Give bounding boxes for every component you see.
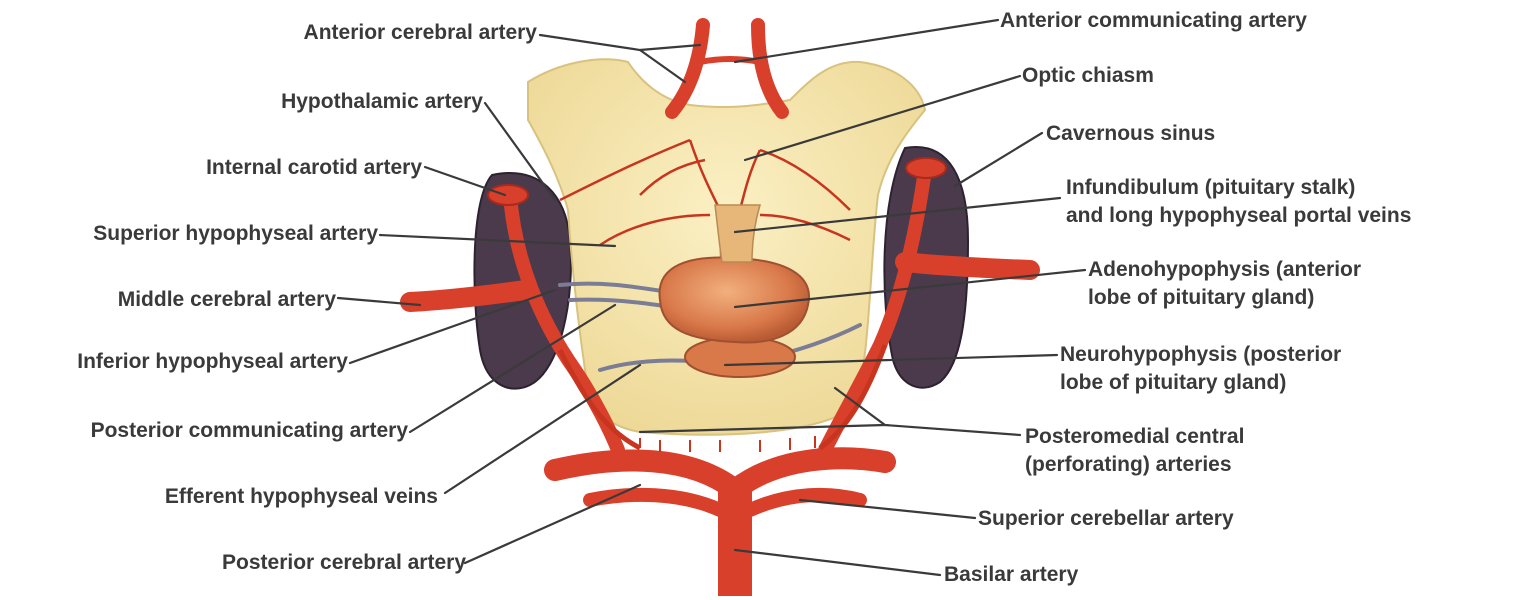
label-anterior-cerebral-artery: Anterior cerebral artery (304, 20, 537, 46)
adenohypophysis (660, 257, 809, 342)
label-posterior-cerebral-artery: Posterior cerebral artery (222, 550, 466, 576)
posteromedial-central-arteries (640, 436, 815, 452)
label-posteromedial-line1: Posteromedial central (1025, 424, 1244, 450)
label-infundibulum-line1: Infundibulum (pituitary stalk) (1066, 175, 1355, 201)
label-internal-carotid-artery: Internal carotid artery (206, 155, 422, 181)
anterior-cerebral-artery-right (758, 25, 782, 112)
anterior-cerebral-artery-left (672, 25, 703, 112)
superior-cerebellar-artery-left (590, 495, 720, 510)
label-hypothalamic-artery: Hypothalamic artery (281, 89, 483, 115)
label-neurohypophysis-line1: Neurohypophysis (posterior (1060, 342, 1341, 368)
label-posteromedial-line2: (perforating) arteries (1025, 452, 1232, 478)
label-middle-cerebral-artery: Middle cerebral artery (118, 287, 336, 313)
label-superior-cerebellar-artery: Superior cerebellar artery (978, 506, 1234, 532)
superior-cerebellar-artery-right (750, 495, 860, 510)
internal-carotid-lumen-right (906, 158, 946, 178)
label-anterior-communicating-artery: Anterior communicating artery (1000, 8, 1307, 34)
label-infundibulum-line2: and long hypophyseal portal veins (1066, 203, 1411, 229)
label-efferent-hypophyseal-veins: Efferent hypophyseal veins (165, 484, 438, 510)
label-basilar-artery: Basilar artery (944, 562, 1078, 588)
middle-cerebral-artery-right (905, 262, 1030, 270)
internal-carotid-lumen-left (488, 185, 528, 205)
label-superior-hypophyseal-artery: Superior hypophyseal artery (93, 221, 378, 247)
label-adenohypophysis-line1: Adenohypophysis (anterior (1088, 257, 1361, 283)
middle-cerebral-artery-left (410, 290, 525, 302)
label-neurohypophysis-line2: lobe of pituitary gland) (1060, 370, 1286, 396)
label-posterior-communicating-artery: Posterior communicating artery (91, 418, 408, 444)
label-inferior-hypophyseal-artery: Inferior hypophyseal artery (77, 349, 348, 375)
label-optic-chiasm: Optic chiasm (1022, 63, 1154, 89)
posterior-cerebral-artery-left (555, 460, 735, 490)
label-adenohypophysis-line2: lobe of pituitary gland) (1088, 285, 1314, 311)
posterior-cerebral-artery-right (735, 458, 885, 490)
label-cavernous-sinus: Cavernous sinus (1046, 121, 1215, 147)
